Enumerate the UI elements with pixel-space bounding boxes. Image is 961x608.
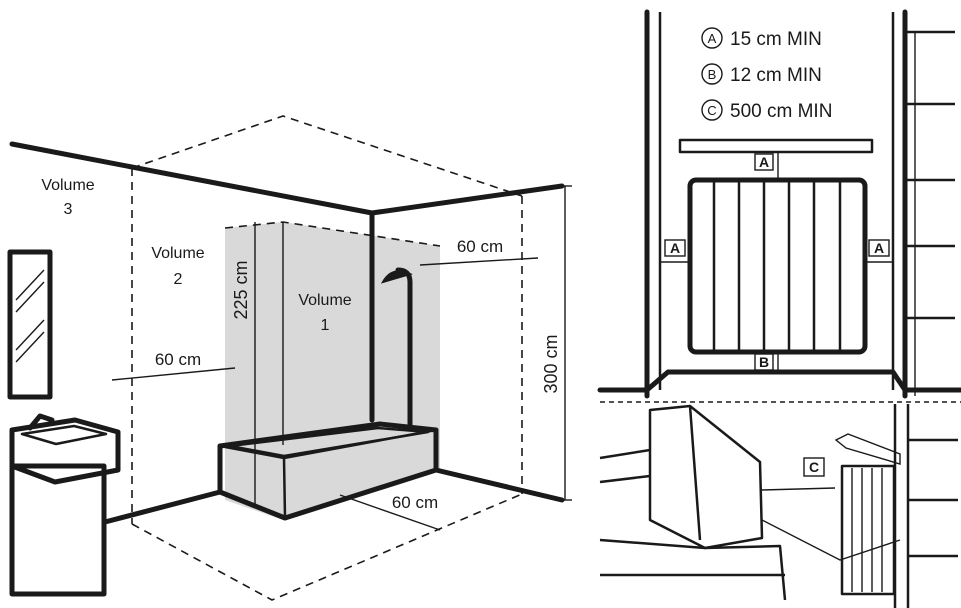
dim-60-top-label: 60 cm [457,237,503,256]
dim-225-label: 225 cm [231,260,251,319]
dim-60-left-label: 60 cm [155,350,201,369]
volume1-label-line1: Volume [298,292,351,309]
volume1-zone [225,222,440,520]
sofa-icon [599,404,787,601]
bathtub [217,421,439,521]
shelving-lower [893,404,958,608]
dim-300-label: 300 cm [541,334,561,393]
tag-right: A [874,240,884,256]
legend-text-c: 500 cm MIN [730,101,832,122]
shelving-unit [905,30,955,396]
floor-left-line [102,489,223,525]
volume2-floor-dashed [131,493,523,601]
dim-60-bottom-label: 60 cm [392,493,438,512]
sofa-clearance-illustration: C [599,404,958,608]
legend-text-a: 15 cm MIN [730,29,822,50]
legend-letter-b: B [708,67,717,82]
small-radiator-icon [834,433,901,596]
volume2-label-line1: Volume [151,245,204,262]
volume2-label-line2: 2 [174,271,183,288]
volume1-label-line2: 1 [321,317,330,334]
tag-bottom: B [759,354,769,370]
mirror-icon [7,249,53,400]
shelf-above-radiator [678,138,874,154]
volume3-label-line2: 3 [64,201,73,218]
shower-head-icon [380,267,413,428]
bathroom-zones-illustration: Volume 3 Volume 2 Volume 1 225 cm 300 cm… [7,115,572,601]
dim-60-bottom-line [339,494,441,531]
sink-icon [9,413,121,597]
dim-60-left-line [111,367,236,381]
dim-60-top-line [419,257,539,266]
tag-top: A [759,154,769,170]
tag-left: A [670,240,680,256]
legend-letter-a: A [708,31,717,46]
legend-text-b: 12 cm MIN [730,65,822,86]
volume3-label-line1: Volume [41,177,94,194]
radiator-icon [687,177,868,355]
volume2-top-dashed [131,115,523,197]
tag-lower: C [809,459,819,475]
legend-letter-c: C [707,103,716,118]
floor-right-line [433,467,565,503]
legend: A 15 cm MIN B 12 cm MIN C 500 cm MIN [701,27,832,122]
radiator-clearance-illustration: A A A B A 15 cm MIN B 12 cm MIN C 500 cm… [597,9,961,399]
dim-c-line [761,487,836,491]
